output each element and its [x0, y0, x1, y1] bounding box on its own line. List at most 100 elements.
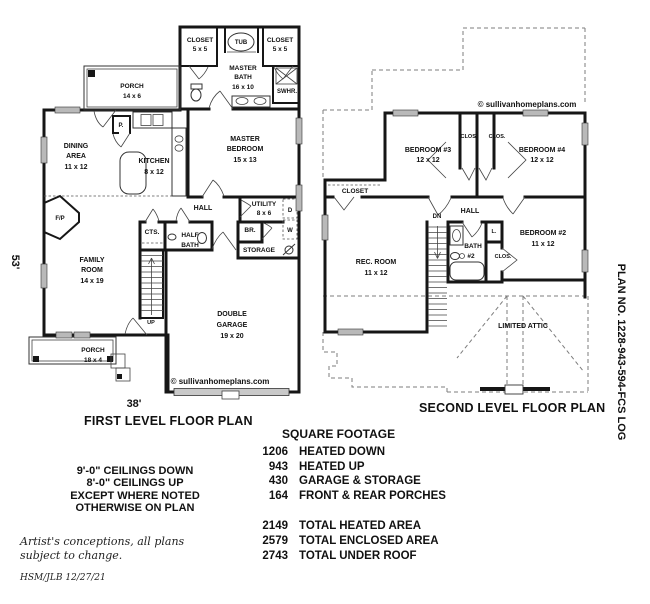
label-storage: STORAGE — [243, 247, 276, 254]
room-label-porch-top: PORCH — [120, 83, 144, 90]
sqft-value: 1206 — [262, 446, 288, 458]
label-hall-fl: HALL — [194, 205, 213, 212]
first-level-title: FIRST LEVEL FLOOR PLAN — [84, 414, 253, 428]
label-clos-left: CLOS. — [461, 134, 478, 140]
sl-walls — [323, 111, 587, 334]
washer-box — [282, 219, 298, 240]
square-footage-table: SQUARE FOOTAGE 1206 HEATED DOWN 943 HEAT… — [242, 427, 446, 563]
ceiling-note-line: 8'-0" CEILINGS UP — [86, 477, 184, 490]
label-clos-bed2: CLOS. — [495, 254, 512, 260]
room-size-kitchen: 8 x 12 — [144, 169, 164, 176]
label-dryer: D — [288, 208, 293, 214]
ceiling-notes: 9'-0" CEILINGS DOWN 8'-0" CEILINGS UP EX… — [54, 465, 216, 515]
sl-windows — [321, 109, 589, 336]
room-label-bath2-1: BATH — [464, 243, 482, 250]
sl-attic-lines — [323, 295, 588, 395]
room-size-dining: 11 x 12 — [65, 164, 88, 171]
sqft-label: HEATED UP — [299, 460, 365, 473]
copyright-second-level: © sullivanhomeplans.com — [478, 100, 577, 109]
stairs-up-arrow — [148, 257, 155, 315]
room-label-bedroom4: BEDROOM #4 — [519, 147, 565, 154]
sqft-value: 943 — [268, 460, 288, 473]
room-label-rec-room: REC. ROOM — [356, 259, 397, 266]
vanity — [231, 95, 271, 108]
tub-fixture — [227, 32, 255, 52]
room-size-rec-room: 11 x 12 — [365, 270, 388, 277]
toilet — [190, 88, 202, 102]
room-label-dining-1: DINING — [64, 143, 89, 150]
sqft-row: 164 FRONT & REAR PORCHES — [242, 489, 446, 504]
sqft-total-row: 2149 TOTAL HEATED AREA — [242, 519, 446, 534]
room-label-half-bath-1: HALF — [181, 232, 198, 239]
label-coats-closet: CTS. — [145, 229, 160, 236]
label-stairs-up: UP — [147, 320, 155, 326]
room-size-closet-right: 5 x 5 — [273, 46, 288, 53]
sl-labels: © sullivanhomeplans.com BEDROOM #3 12 x … — [342, 100, 577, 330]
room-label-bedroom3: BEDROOM #3 — [405, 147, 451, 154]
sl-bath2-fixtures — [449, 225, 485, 281]
room-label-half-bath-2: BATH — [181, 242, 199, 249]
room-size-closet-left: 5 x 5 — [193, 46, 208, 53]
label-br-closet: BR. — [244, 227, 255, 234]
room-label-family-2: ROOM — [81, 267, 103, 274]
sqft-value: 2579 — [262, 534, 288, 547]
disclaimer-note: Artist's conceptions, all plans subject … — [20, 535, 184, 562]
sqft-value: 2743 — [262, 549, 288, 562]
room-label-garage-2: GARAGE — [217, 322, 248, 329]
room-label-closet-right: CLOSET — [267, 37, 293, 44]
room-label-porch-bottom: PORCH — [81, 347, 105, 354]
square-footage-title: SQUARE FOOTAGE — [282, 427, 396, 441]
drafter-credits: HSM/JLB 12/27/21 — [20, 573, 106, 583]
sqft-total-row: 2579 TOTAL ENCLOSED AREA — [242, 534, 446, 549]
label-pantry: P. — [119, 123, 124, 129]
fl-windows — [40, 106, 303, 339]
sqft-label: TOTAL ENCLOSED AREA — [299, 534, 439, 547]
fl-door-swings — [93, 65, 294, 336]
room-size-bedroom2: 11 x 12 — [532, 241, 555, 248]
room-size-porch-top: 14 x 6 — [123, 93, 141, 100]
storage-louver-icon — [284, 245, 294, 255]
room-label-bedroom2: BEDROOM #2 — [520, 230, 566, 237]
fl-top-porch — [83, 65, 181, 111]
label-tub: TUB — [235, 40, 248, 46]
room-size-master-bath: 16 x 10 — [232, 84, 254, 91]
room-size-utility: 8 x 6 — [257, 210, 272, 217]
sqft-value: 430 — [268, 475, 288, 488]
room-label-master-bedroom-1: MASTER — [230, 136, 260, 143]
ceiling-note-line: OTHERWISE ON PLAN — [75, 502, 195, 515]
tub2-fixture — [449, 261, 485, 281]
room-label-utility: UTILITY — [252, 201, 277, 208]
fl-halfbath-fixtures — [167, 232, 207, 244]
sl-roof-outline — [322, 27, 589, 393]
toilet-tank — [190, 83, 203, 90]
kitchen-sink — [174, 135, 184, 143]
kitchen-island — [119, 151, 147, 195]
room-label-kitchen: KITCHEN — [138, 158, 169, 165]
label-stairs-dn: DN — [433, 214, 442, 220]
sqft-value: 164 — [268, 489, 288, 502]
stairs-down-arrow — [434, 226, 441, 259]
sl-stairs — [428, 226, 447, 327]
room-label-family-1: FAMILY — [79, 257, 104, 264]
room-size-family: 14 x 19 — [80, 278, 103, 285]
sqft-value: 2149 — [262, 520, 288, 533]
label-limited-attic: LIMITED ATTIC — [498, 323, 548, 330]
shower-stall — [275, 67, 298, 85]
room-label-garage-1: DOUBLE — [217, 311, 247, 318]
sl-door-swings — [333, 141, 527, 273]
label-shower: SWHR. — [277, 89, 297, 95]
sqft-label: TOTAL HEATED AREA — [299, 520, 422, 533]
second-level-title: SECOND LEVEL FLOOR PLAN — [419, 401, 606, 415]
room-size-master-bedroom: 15 x 13 — [233, 157, 256, 164]
fl-stairs — [139, 249, 164, 319]
room-size-garage: 19 x 20 — [220, 333, 243, 340]
sqft-label: HEATED DOWN — [299, 446, 386, 458]
room-size-bedroom4: 12 x 12 — [530, 157, 553, 164]
disclaimer-line-2: subject to change. — [20, 548, 123, 562]
fl-kitchen-fixtures — [112, 111, 187, 197]
sqft-total-row: 2743 TOTAL UNDER ROOF — [242, 549, 446, 564]
counter-top — [132, 111, 173, 129]
fireplace-shape — [42, 194, 80, 241]
label-closet-sl: CLOSET — [342, 188, 368, 195]
